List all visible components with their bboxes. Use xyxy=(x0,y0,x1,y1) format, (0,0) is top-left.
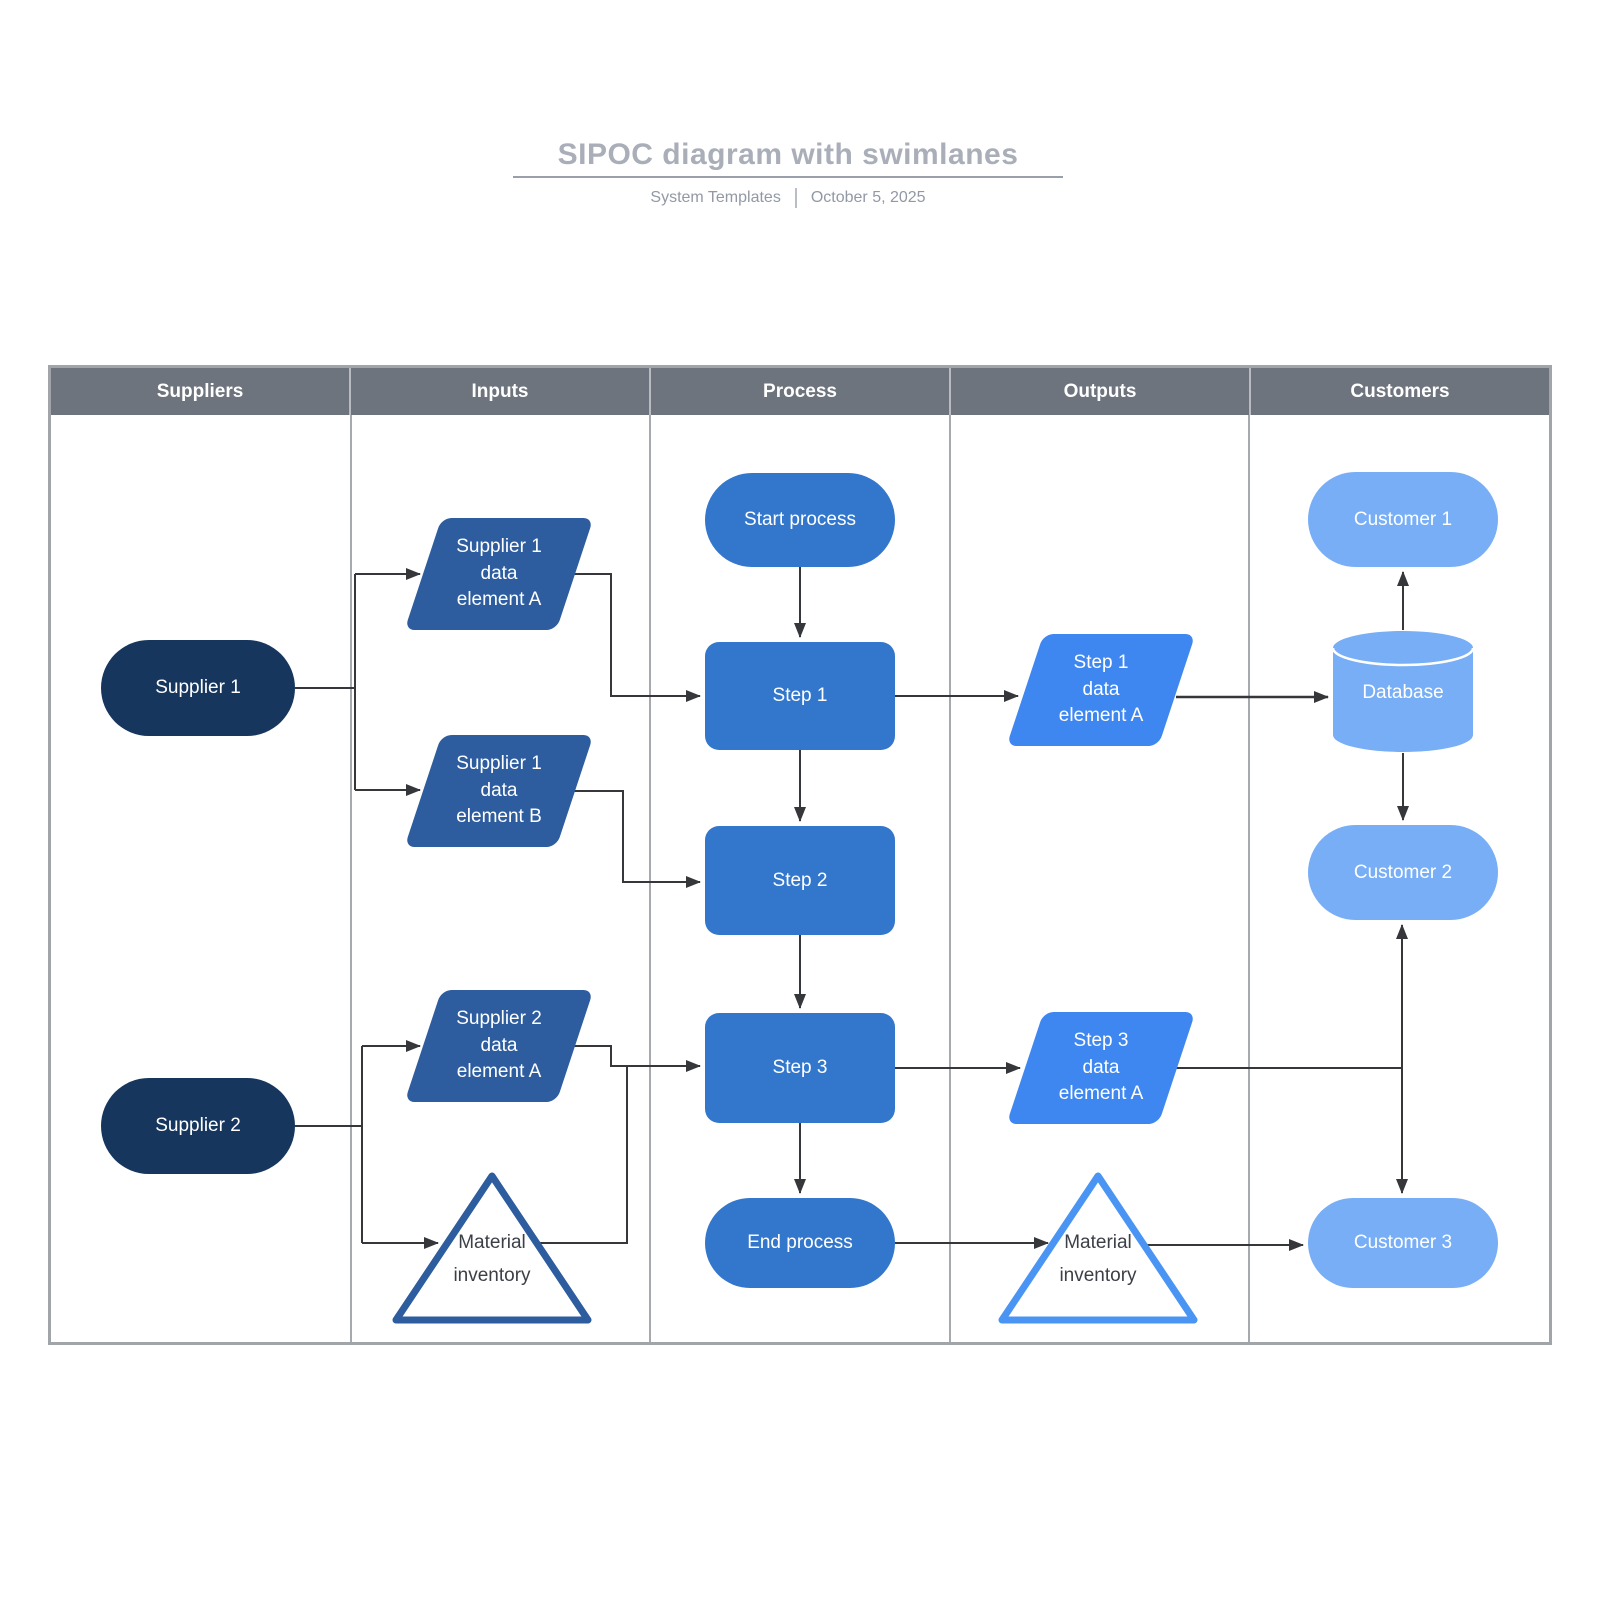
node-label: Step 1 xyxy=(772,685,828,706)
swimlane-header-row: Suppliers Inputs Process Outputs Custome… xyxy=(51,368,1549,415)
node-label-line: Material xyxy=(1064,1232,1132,1253)
node-output-material-inventory[interactable]: Material inventory xyxy=(1028,1226,1168,1293)
node-output-step1-element-a[interactable]: Step 1 data element A xyxy=(1007,634,1195,746)
column-header-process: Process xyxy=(649,368,949,415)
node-step-3[interactable]: Step 3 xyxy=(705,1013,895,1123)
node-database[interactable]: Database xyxy=(1333,646,1473,740)
node-label-line: data xyxy=(480,779,518,801)
node-label: Customer 2 xyxy=(1353,861,1453,883)
node-label-line: inventory xyxy=(1059,1265,1137,1287)
node-label: Supplier 2 xyxy=(155,1115,241,1136)
node-label: End process xyxy=(747,1232,853,1253)
node-label-line: Material xyxy=(458,1232,526,1253)
node-label-line: element A xyxy=(456,589,542,611)
node-step-2[interactable]: Step 2 xyxy=(705,826,895,935)
node-label-line: element A xyxy=(1058,1083,1144,1105)
node-input-s2-element-a[interactable]: Supplier 2 data element A xyxy=(405,990,593,1102)
node-label-line: data xyxy=(1082,678,1120,700)
node-label: Supplier 1 xyxy=(155,677,241,698)
node-label-line: inventory xyxy=(453,1265,531,1287)
lane-divider xyxy=(649,415,652,1342)
column-header-customers: Customers xyxy=(1249,368,1549,415)
node-label-line: Supplier 1 xyxy=(456,535,542,557)
page-subtitle: System Templates October 5, 2025 xyxy=(388,188,1188,208)
node-supplier-1[interactable]: Supplier 1 xyxy=(101,640,295,736)
node-label-line: Supplier 2 xyxy=(456,1007,542,1029)
page-title: SIPOC diagram with swimlanes xyxy=(557,138,1019,171)
node-label-line: element B xyxy=(456,806,542,828)
node-label-line: Supplier 1 xyxy=(456,752,542,774)
node-label: Database xyxy=(1362,682,1444,703)
column-header-suppliers: Suppliers xyxy=(51,368,349,415)
node-label: Step 3 xyxy=(772,1057,828,1078)
byline: System Templates xyxy=(650,189,781,206)
node-label-line: Step 1 xyxy=(1073,651,1129,673)
node-label-line: data xyxy=(480,562,518,584)
node-label: Customer 1 xyxy=(1353,508,1453,530)
node-label: Step 2 xyxy=(772,869,828,891)
node-step-1[interactable]: Step 1 xyxy=(705,642,895,750)
date: October 5, 2025 xyxy=(810,189,926,206)
subtitle-divider xyxy=(794,188,797,208)
node-label: Customer 3 xyxy=(1353,1232,1453,1253)
column-header-inputs: Inputs xyxy=(349,368,649,415)
node-customer-1[interactable]: Customer 1 xyxy=(1308,472,1498,567)
node-input-s1-element-b[interactable]: Supplier 1 data element B xyxy=(405,735,593,847)
node-label-line: element A xyxy=(1058,705,1144,727)
node-input-s1-element-a[interactable]: Supplier 1 data element A xyxy=(405,518,593,630)
node-end-process[interactable]: End process xyxy=(705,1198,895,1288)
node-label-line: data xyxy=(480,1034,518,1056)
node-supplier-2[interactable]: Supplier 2 xyxy=(101,1078,295,1174)
lane-divider xyxy=(349,415,352,1342)
node-label-line: Step 3 xyxy=(1073,1029,1129,1051)
node-customer-2[interactable]: Customer 2 xyxy=(1308,825,1498,920)
node-start-process[interactable]: Start process xyxy=(705,473,895,567)
column-header-outputs: Outputs xyxy=(949,368,1249,415)
node-input-material-inventory[interactable]: Material inventory xyxy=(422,1226,562,1293)
node-label-line: element A xyxy=(456,1061,542,1083)
node-customer-3[interactable]: Customer 3 xyxy=(1308,1198,1498,1288)
lane-divider xyxy=(1248,415,1251,1342)
node-label: Start process xyxy=(744,509,856,530)
title-underline xyxy=(513,176,1063,178)
node-output-step3-element-a[interactable]: Step 3 data element A xyxy=(1007,1012,1195,1124)
lane-divider xyxy=(948,415,951,1342)
node-label-line: data xyxy=(1082,1056,1120,1078)
